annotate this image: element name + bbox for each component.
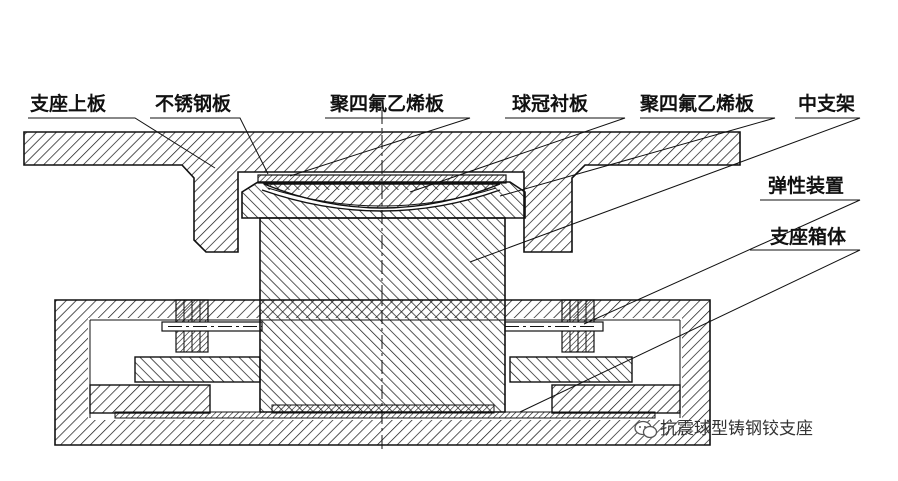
bottom-left-plate <box>89 384 211 414</box>
wechat-icon <box>634 420 658 439</box>
label-support-top-plate: 支座上板 <box>29 92 107 115</box>
label-middle-frame: 中支架 <box>798 92 855 115</box>
leader-lines <box>28 117 861 413</box>
watermark-text: 抗震球型铸钢铰支座 <box>660 419 813 439</box>
elastic-device-left <box>161 299 263 353</box>
bottom-right-plate <box>551 384 681 414</box>
support-top-plate-shape <box>23 131 741 253</box>
label-stainless-steel-plate: 不锈钢板 <box>155 92 232 115</box>
label-ptfe-plate-top: 聚四氟乙烯板 <box>329 92 445 115</box>
watermark: 抗震球型铸钢铰支座 <box>634 419 813 439</box>
elastic-device-right <box>504 299 604 353</box>
label-support-box: 支座箱体 <box>769 225 847 248</box>
label-ptfe-plate-side: 聚四氟乙烯板 <box>639 92 755 115</box>
label-elastic-device: 弹性装置 <box>768 174 844 197</box>
label-spherical-cap-liner: 球冠衬板 <box>512 92 589 115</box>
